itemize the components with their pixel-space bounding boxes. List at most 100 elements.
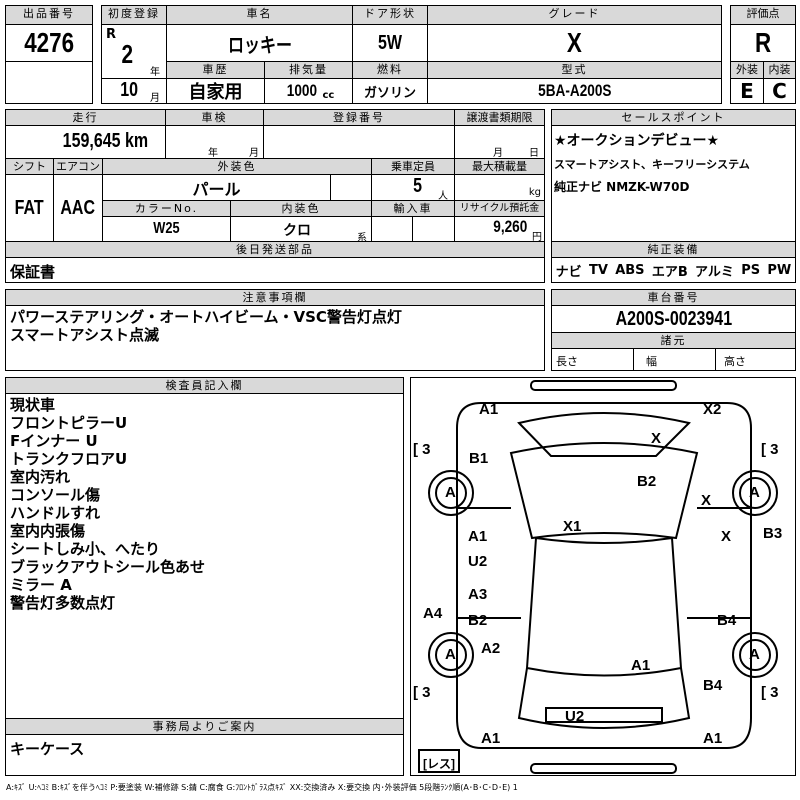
- color-no-cell: W25: [102, 216, 231, 242]
- score-cell: R: [730, 24, 796, 62]
- inspector-line: 警告灯多数点灯: [10, 594, 116, 612]
- era: R: [106, 27, 117, 42]
- inspection-label: 車検: [165, 109, 264, 126]
- damage-mark: [ 3: [413, 441, 431, 458]
- int-score-label: 内装: [763, 61, 796, 79]
- ext-score-label: 外装: [730, 61, 764, 79]
- inspector-line: 室内汚れ: [10, 468, 71, 486]
- inspector-line: ハンドルすれ: [10, 504, 101, 522]
- damage-mark: B4: [717, 612, 737, 629]
- first-reg-month-cell: 10 月: [101, 78, 167, 104]
- score-label: 評価点: [730, 5, 796, 25]
- damage-mark: B2: [637, 473, 657, 490]
- fuel-value: ガソリン: [352, 78, 428, 104]
- equipment-item: PW: [767, 262, 792, 278]
- ac-cell: AAC: [53, 174, 103, 242]
- inspector-line: ミラー A: [10, 576, 72, 594]
- fuel-label: 燃料: [352, 61, 428, 79]
- notes-label: 注意事項欄: [5, 289, 545, 306]
- damage-diagram: A1 X2 [ 3 [ 3 B1 X B2 A A X X1 A1 X B3 U…: [410, 377, 796, 776]
- damage-mark: A4: [423, 605, 443, 622]
- sale-point-line: ★オークションデビュー★: [554, 133, 720, 149]
- inspector-line: コンソール傷: [10, 486, 101, 504]
- damage-mark: B3: [763, 525, 783, 542]
- capacity-unit: 人: [438, 191, 448, 202]
- inspector-line: ブラックアウトシール色あせ: [10, 558, 206, 576]
- chassis-value: A200S-0023941: [615, 307, 732, 330]
- damage-mark: X: [721, 528, 732, 545]
- color-no-value: W25: [153, 220, 180, 237]
- mileage-number: 159,645: [62, 130, 121, 152]
- score-value: R: [754, 27, 772, 58]
- damage-mark: [レス]: [423, 757, 455, 771]
- mileage-label: 走行: [5, 109, 166, 126]
- recycle-unit: 円: [532, 232, 542, 243]
- transfer-cell: 月日: [454, 125, 545, 159]
- grade-cell: X: [427, 24, 722, 62]
- lot-label: 出品番号: [5, 5, 93, 25]
- later-parts-label: 後日発送部品: [5, 241, 545, 258]
- chassis-label: 車台番号: [551, 289, 796, 306]
- history-label: 車歴: [166, 61, 265, 79]
- damage-mark: A3: [468, 586, 488, 603]
- first-reg-year-cell: R 2 年: [101, 24, 167, 79]
- legend: A:ｷｽﾞ U:ﾍｺﾐ B:ｷｽﾞを伴うﾍｺﾐ P:要塗装 W:補修跡 S:錆 …: [6, 783, 518, 792]
- first-reg-label: 初度登録: [101, 5, 167, 25]
- inspector-line: フロントピラーU: [10, 414, 128, 432]
- inspection-cell: 年月: [165, 125, 264, 159]
- damage-mark: B2: [468, 612, 488, 629]
- inspector-notes: 現状車 フロントピラーU Fインナー U トランクフロアU 室内汚れ コンソール…: [5, 393, 404, 719]
- reg-no-label: 登録番号: [263, 109, 455, 126]
- spec-length: 長さ: [551, 348, 634, 371]
- door-label: ドア形状: [352, 5, 428, 25]
- spec-height: 高さ: [715, 348, 796, 371]
- equipment-item: アルミ: [695, 264, 734, 280]
- transfer-month-unit: 月: [493, 148, 503, 159]
- year-unit: 年: [150, 67, 160, 78]
- grade-label: グレード: [427, 5, 722, 25]
- mileage-cell: 159,645 km: [5, 125, 166, 159]
- ext-color-extra: [330, 174, 372, 201]
- equipment-item: ABS: [615, 262, 645, 278]
- damage-mark: A: [749, 484, 760, 501]
- insp-month-unit: 月: [249, 148, 259, 159]
- sale-point-line: スマートアシスト、キーフリーシステム: [554, 158, 750, 171]
- grade-value: X: [567, 27, 582, 58]
- door-value: 5W: [378, 31, 402, 54]
- int-color-cell: クロ系: [230, 216, 372, 244]
- notes: パワーステアリング・オートハイビーム・VSC警告灯点灯 スマートアシスト点滅: [5, 305, 545, 371]
- mileage-unit: km: [125, 130, 149, 152]
- later-parts-value: 保証書: [5, 257, 545, 283]
- car-name: ロッキー: [227, 34, 292, 57]
- damage-mark: [ 3: [413, 684, 431, 701]
- shift-label: シフト: [5, 158, 54, 175]
- reg-no-cell: [263, 125, 455, 159]
- damage-mark: U2: [565, 708, 585, 725]
- damage-mark: A: [445, 484, 456, 501]
- note-line: スマートアシスト点滅: [10, 326, 159, 344]
- max-load-cell: kg: [454, 174, 545, 201]
- damage-mark: A: [749, 646, 760, 663]
- spec-label: 諸元: [551, 332, 796, 349]
- int-score: C: [763, 78, 796, 104]
- max-load-label: 最大積載量: [454, 158, 545, 175]
- damage-mark: A1: [468, 528, 488, 545]
- damage-mark: B1: [469, 450, 489, 467]
- damage-mark: X: [651, 430, 662, 447]
- inspector-line: 現状車: [10, 396, 56, 414]
- damage-mark: A1: [703, 730, 723, 747]
- car-name-label: 車名: [166, 5, 353, 25]
- month-unit: 月: [150, 93, 160, 104]
- transfer-day-unit: 日: [529, 148, 539, 159]
- door-cell: 5W: [352, 24, 428, 62]
- inspector-line: トランクフロアU: [10, 450, 128, 468]
- damage-mark: [ 3: [761, 441, 779, 458]
- ext-color-value: パール: [102, 174, 331, 201]
- import-cell-2: [412, 216, 455, 242]
- reg-year: 2: [121, 39, 134, 69]
- spec-width: 幅: [633, 348, 716, 371]
- mileage-value: 159,645 km: [63, 130, 148, 153]
- chassis-cell: A200S-0023941: [551, 305, 796, 333]
- damage-mark: U2: [468, 553, 488, 570]
